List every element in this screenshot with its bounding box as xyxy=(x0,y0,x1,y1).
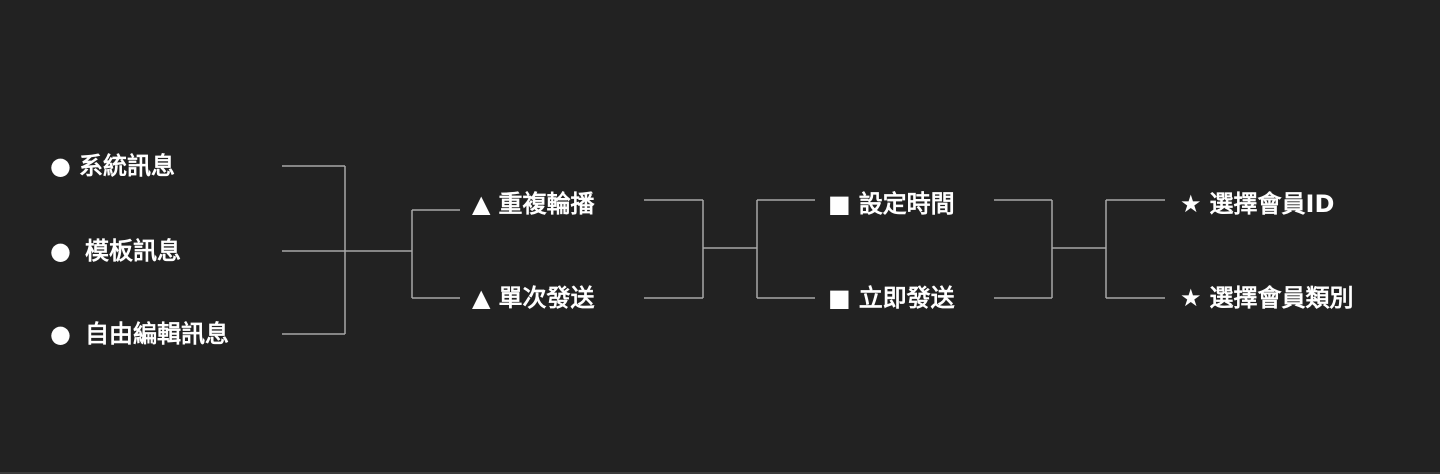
node-single-send: ▲ 單次發送 xyxy=(472,283,594,313)
node-label: 系統訊息 xyxy=(78,152,175,180)
node-label: 重複輪播 xyxy=(498,190,595,218)
connector-group-3 xyxy=(994,199,1165,299)
connector-group-2 xyxy=(644,199,815,299)
node-send-now: ■ 立即發送 xyxy=(828,283,955,313)
node-select-member-id: ★ 選擇會員ID xyxy=(1180,189,1334,219)
node-label: 立即發送 xyxy=(858,284,955,312)
node-set-time: ■ 設定時間 xyxy=(828,189,955,219)
node-system-message: ● 系統訊息 xyxy=(50,151,175,181)
triangle-icon: ▲ xyxy=(472,190,491,218)
node-label: 模板訊息 xyxy=(84,237,181,265)
bottom-divider xyxy=(0,472,1440,474)
node-template-message: ● 模板訊息 xyxy=(50,236,181,266)
circle-icon: ● xyxy=(50,237,71,265)
node-select-member-category: ★ 選擇會員類別 xyxy=(1180,283,1354,313)
node-label: 設定時間 xyxy=(858,190,955,218)
node-repeat-rotation: ▲ 重複輪播 xyxy=(472,189,594,219)
node-free-edit-message: ● 自由編輯訊息 xyxy=(50,319,229,349)
node-label: 選擇會員類別 xyxy=(1209,284,1354,312)
circle-icon: ● xyxy=(50,320,71,348)
square-icon: ■ xyxy=(828,190,851,218)
triangle-icon: ▲ xyxy=(472,284,491,312)
star-icon: ★ xyxy=(1180,284,1202,312)
node-label: 自由編輯訊息 xyxy=(84,320,229,348)
star-icon: ★ xyxy=(1180,190,1202,218)
circle-icon: ● xyxy=(50,152,71,180)
square-icon: ■ xyxy=(828,284,851,312)
connector-group-1 xyxy=(282,165,460,335)
node-label: 選擇會員ID xyxy=(1209,190,1335,218)
node-label: 單次發送 xyxy=(498,284,595,312)
